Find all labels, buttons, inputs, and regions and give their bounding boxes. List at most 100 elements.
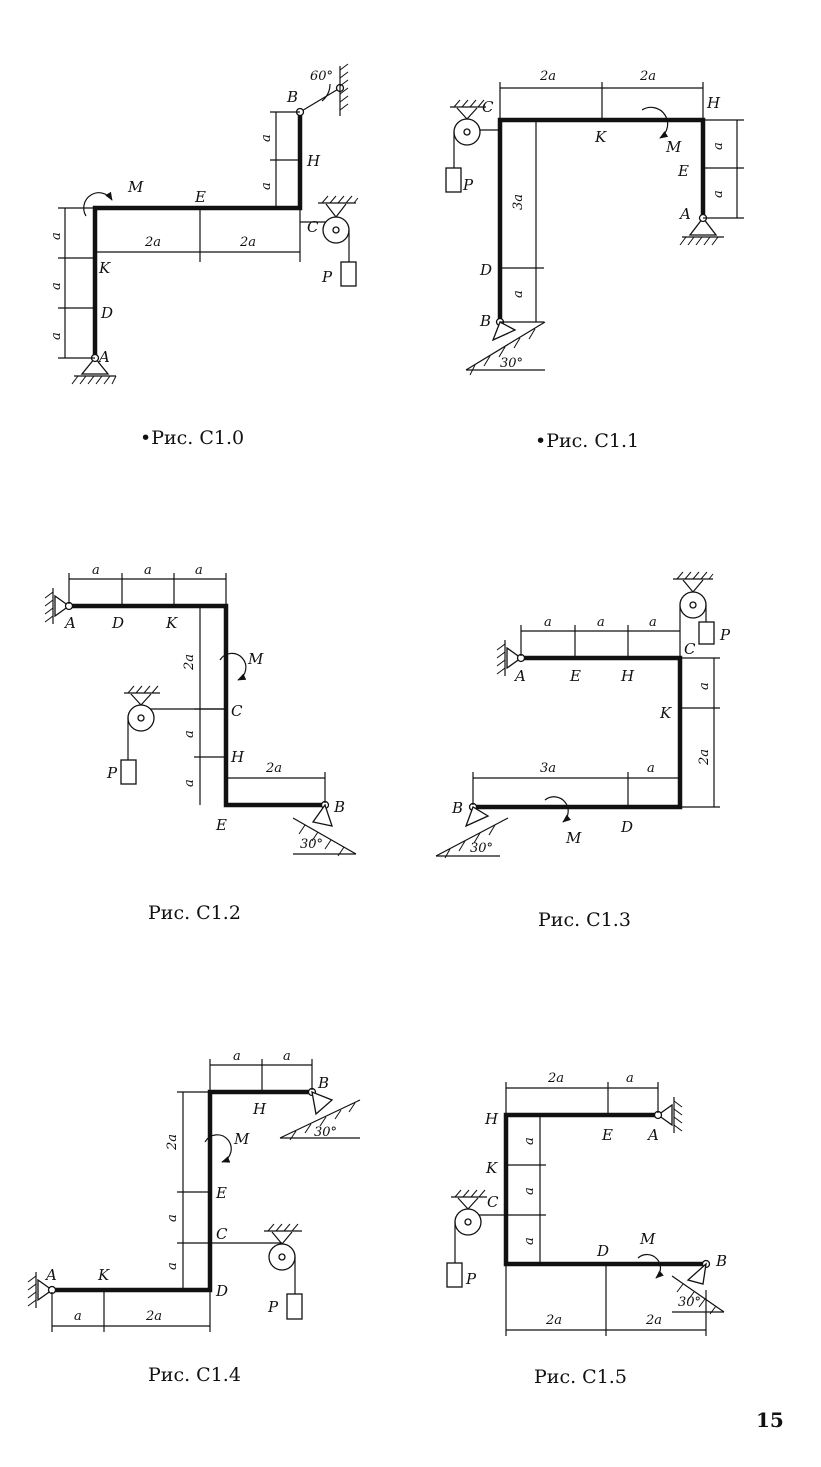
dim-a-3: a [522,1187,537,1195]
dimensions-c1-4 [51,1059,313,1332]
dim-2a-2: 2a [265,761,282,776]
dim-a-5: a [74,1309,82,1324]
pin-support-a [496,640,526,676]
caption-c1-3: Рис. С1.3 [538,909,631,931]
moment-arrow [544,796,571,823]
moment-arrow [204,1134,232,1163]
dim-a-4: a [697,682,712,690]
label-c: C [307,218,319,236]
dim-a-1: a [49,232,64,240]
label-h: H [230,748,245,766]
dim-a-5: a [182,779,197,787]
label-p: P [462,176,474,194]
dimensions-c1-3 [472,625,720,808]
label-m: M [639,1230,656,1248]
dim-2a-3: 2a [645,1313,662,1328]
label-m: M [665,138,682,156]
label-k: K [97,1266,110,1284]
label-c: C [487,1193,499,1211]
label-m: M [233,1130,250,1148]
dim-a-1: a [92,563,100,578]
label-h: H [620,667,635,685]
dim-2a-1: 2a [539,69,556,84]
dim-2a-1: 2a [165,1134,180,1151]
label-h: H [252,1100,267,1118]
pin-support-a [44,588,74,624]
dim-2a-1: 2a [182,654,197,671]
pulley-c [120,685,226,785]
caption-c1-4: Рис. С1.4 [148,1364,241,1386]
dim-2a: 2a [697,749,712,766]
pulley-c [300,195,359,287]
label-b: B [286,88,298,106]
moment-arrow [641,106,669,139]
angle-label: 30° [678,1295,701,1310]
label-c: C [216,1225,228,1243]
dim-2a-2: 2a [639,69,656,84]
label-m: M [247,650,264,668]
label-a: A [646,1126,659,1144]
dimensions-c1-0 [58,111,301,359]
label-d: D [100,304,113,322]
dim-a-4: a [259,134,274,142]
figure-c1-1: C H K M E A P D B 2a 2a a a 3a a 30° •Ри… [445,69,744,452]
dim-2a-2: 2a [545,1313,562,1328]
dim-a-5: a [259,182,274,190]
dim-a-3: a [649,615,657,630]
dim-a-1: a [544,615,552,630]
frame-c1-0 [92,109,303,361]
label-h: H [306,152,321,170]
dim-a-1: a [233,1049,241,1064]
dim-a-4: a [182,730,197,738]
label-p: P [321,268,333,286]
dim-a-3: a [49,332,64,340]
label-a: A [678,205,691,223]
dim-a-1: a [711,142,726,150]
pin-support-a [71,353,117,385]
frame-c1-2 [66,603,328,808]
dim-a-1: a [626,1071,634,1086]
label-e: E [569,667,581,685]
label-h: H [706,94,721,112]
frame-c1-1 [497,117,706,325]
caption-c1-1: •Рис. С1.1 [535,430,639,452]
roller-support-b [465,317,546,376]
label-a: A [513,667,526,685]
label-d: D [479,261,492,279]
label-p: P [267,1298,279,1316]
label-a: A [63,614,76,632]
caption-c1-5: Рис. С1.5 [534,1366,627,1388]
roller-support-b [279,1087,361,1141]
dimensions-c1-5 [505,1082,707,1336]
dim-2a-2: 2a [239,235,256,250]
label-e: E [194,188,206,206]
label-m: M [127,178,144,196]
dim-a-2: a [522,1137,537,1145]
pulley-c [673,571,715,658]
pin-support-a [27,1272,57,1308]
dim-a-3: a [511,290,526,298]
angle-label: 30° [500,356,523,371]
frame-c1-4 [49,1089,315,1293]
dim-3a: 3a [540,761,556,776]
dim-2a-1: 2a [144,235,161,250]
label-d: D [111,614,124,632]
label-e: E [215,1184,227,1202]
label-b: B [317,1074,329,1092]
dim-a-3: a [165,1214,180,1222]
dim-a-5: a [647,761,655,776]
dim-a-2: a [283,1049,291,1064]
dimensions-c1-1 [499,82,744,323]
figure-c1-0: B H E M C K D A P a a a a a 2a 2a 60° •Р… [49,63,359,449]
label-c: C [482,98,494,116]
frame-c1-5 [503,1112,709,1267]
dim-2a-1: 2a [547,1071,564,1086]
label-e: E [677,162,689,180]
label-b: B [715,1252,727,1270]
label-m: M [565,829,582,847]
label-p: P [465,1270,477,1288]
label-a: A [97,348,110,366]
rod-support-b [295,63,349,117]
